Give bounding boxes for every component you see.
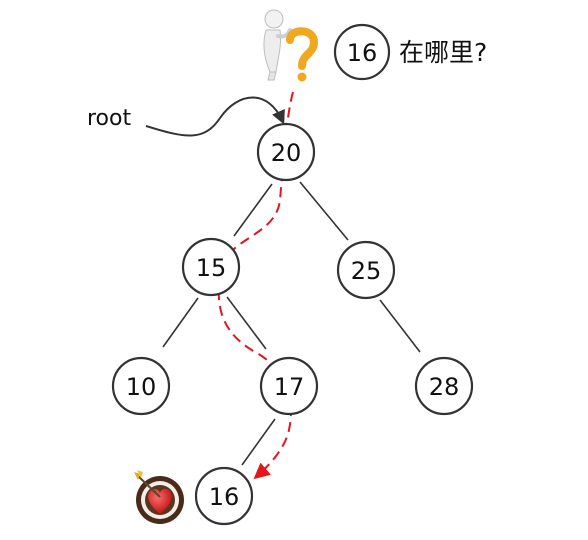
node-20: 20 <box>256 122 316 182</box>
node-17: 17 <box>259 356 319 416</box>
node-10: 10 <box>111 356 171 416</box>
root-pointer-arrow <box>145 96 285 137</box>
node-10-value: 10 <box>126 373 157 401</box>
edge-20-15 <box>233 183 273 237</box>
root-label: root <box>87 106 131 131</box>
edge-17-16 <box>241 418 276 466</box>
edge-15-17 <box>226 296 267 350</box>
heart-target-arrow-icon <box>134 470 184 524</box>
question-text: 在哪里? <box>399 38 487 67</box>
thinking-person-question-icon <box>263 9 319 82</box>
node-25: 25 <box>336 240 396 300</box>
question-node: 16 <box>333 23 391 81</box>
node-20-value: 20 <box>271 139 302 167</box>
node-15-value: 15 <box>196 254 227 282</box>
node-16: 16 <box>194 466 254 526</box>
node-15: 15 <box>181 237 241 297</box>
tree-edges <box>162 181 421 466</box>
edge-20-25 <box>299 181 349 241</box>
node-17-value: 17 <box>274 373 305 401</box>
node-16-value: 16 <box>209 483 240 511</box>
node-28-value: 28 <box>429 373 460 401</box>
question-value: 16 <box>347 39 378 67</box>
edge-25-28 <box>379 299 421 353</box>
node-25-value: 25 <box>351 257 382 285</box>
node-28: 28 <box>414 356 474 416</box>
edge-15-10 <box>162 297 199 348</box>
search-path <box>217 91 294 480</box>
